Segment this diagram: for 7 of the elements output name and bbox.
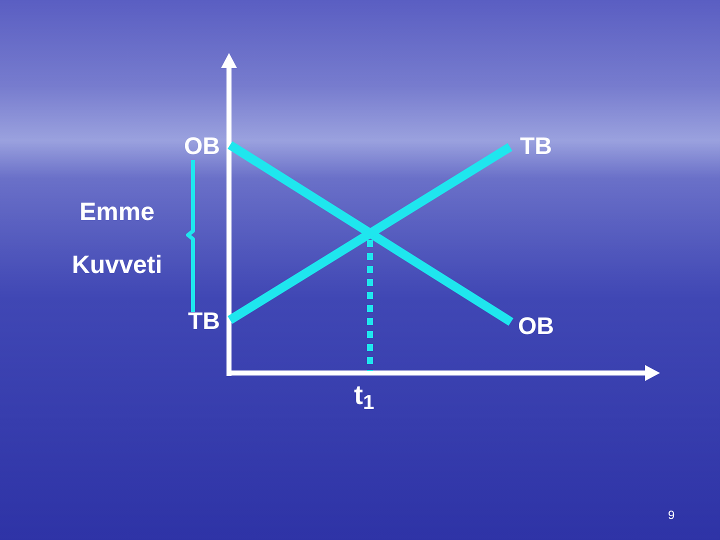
line-end-label: TB	[188, 308, 220, 336]
line-end-label: OB	[184, 133, 220, 161]
line-end-label: TB	[520, 133, 552, 161]
page-number: 9	[668, 507, 675, 523]
line-end-label: OB	[518, 313, 554, 341]
axis-tick-label: t$_{1}$	[354, 380, 374, 410]
axis-bracket-label: Emme Kuvveti	[70, 197, 164, 281]
